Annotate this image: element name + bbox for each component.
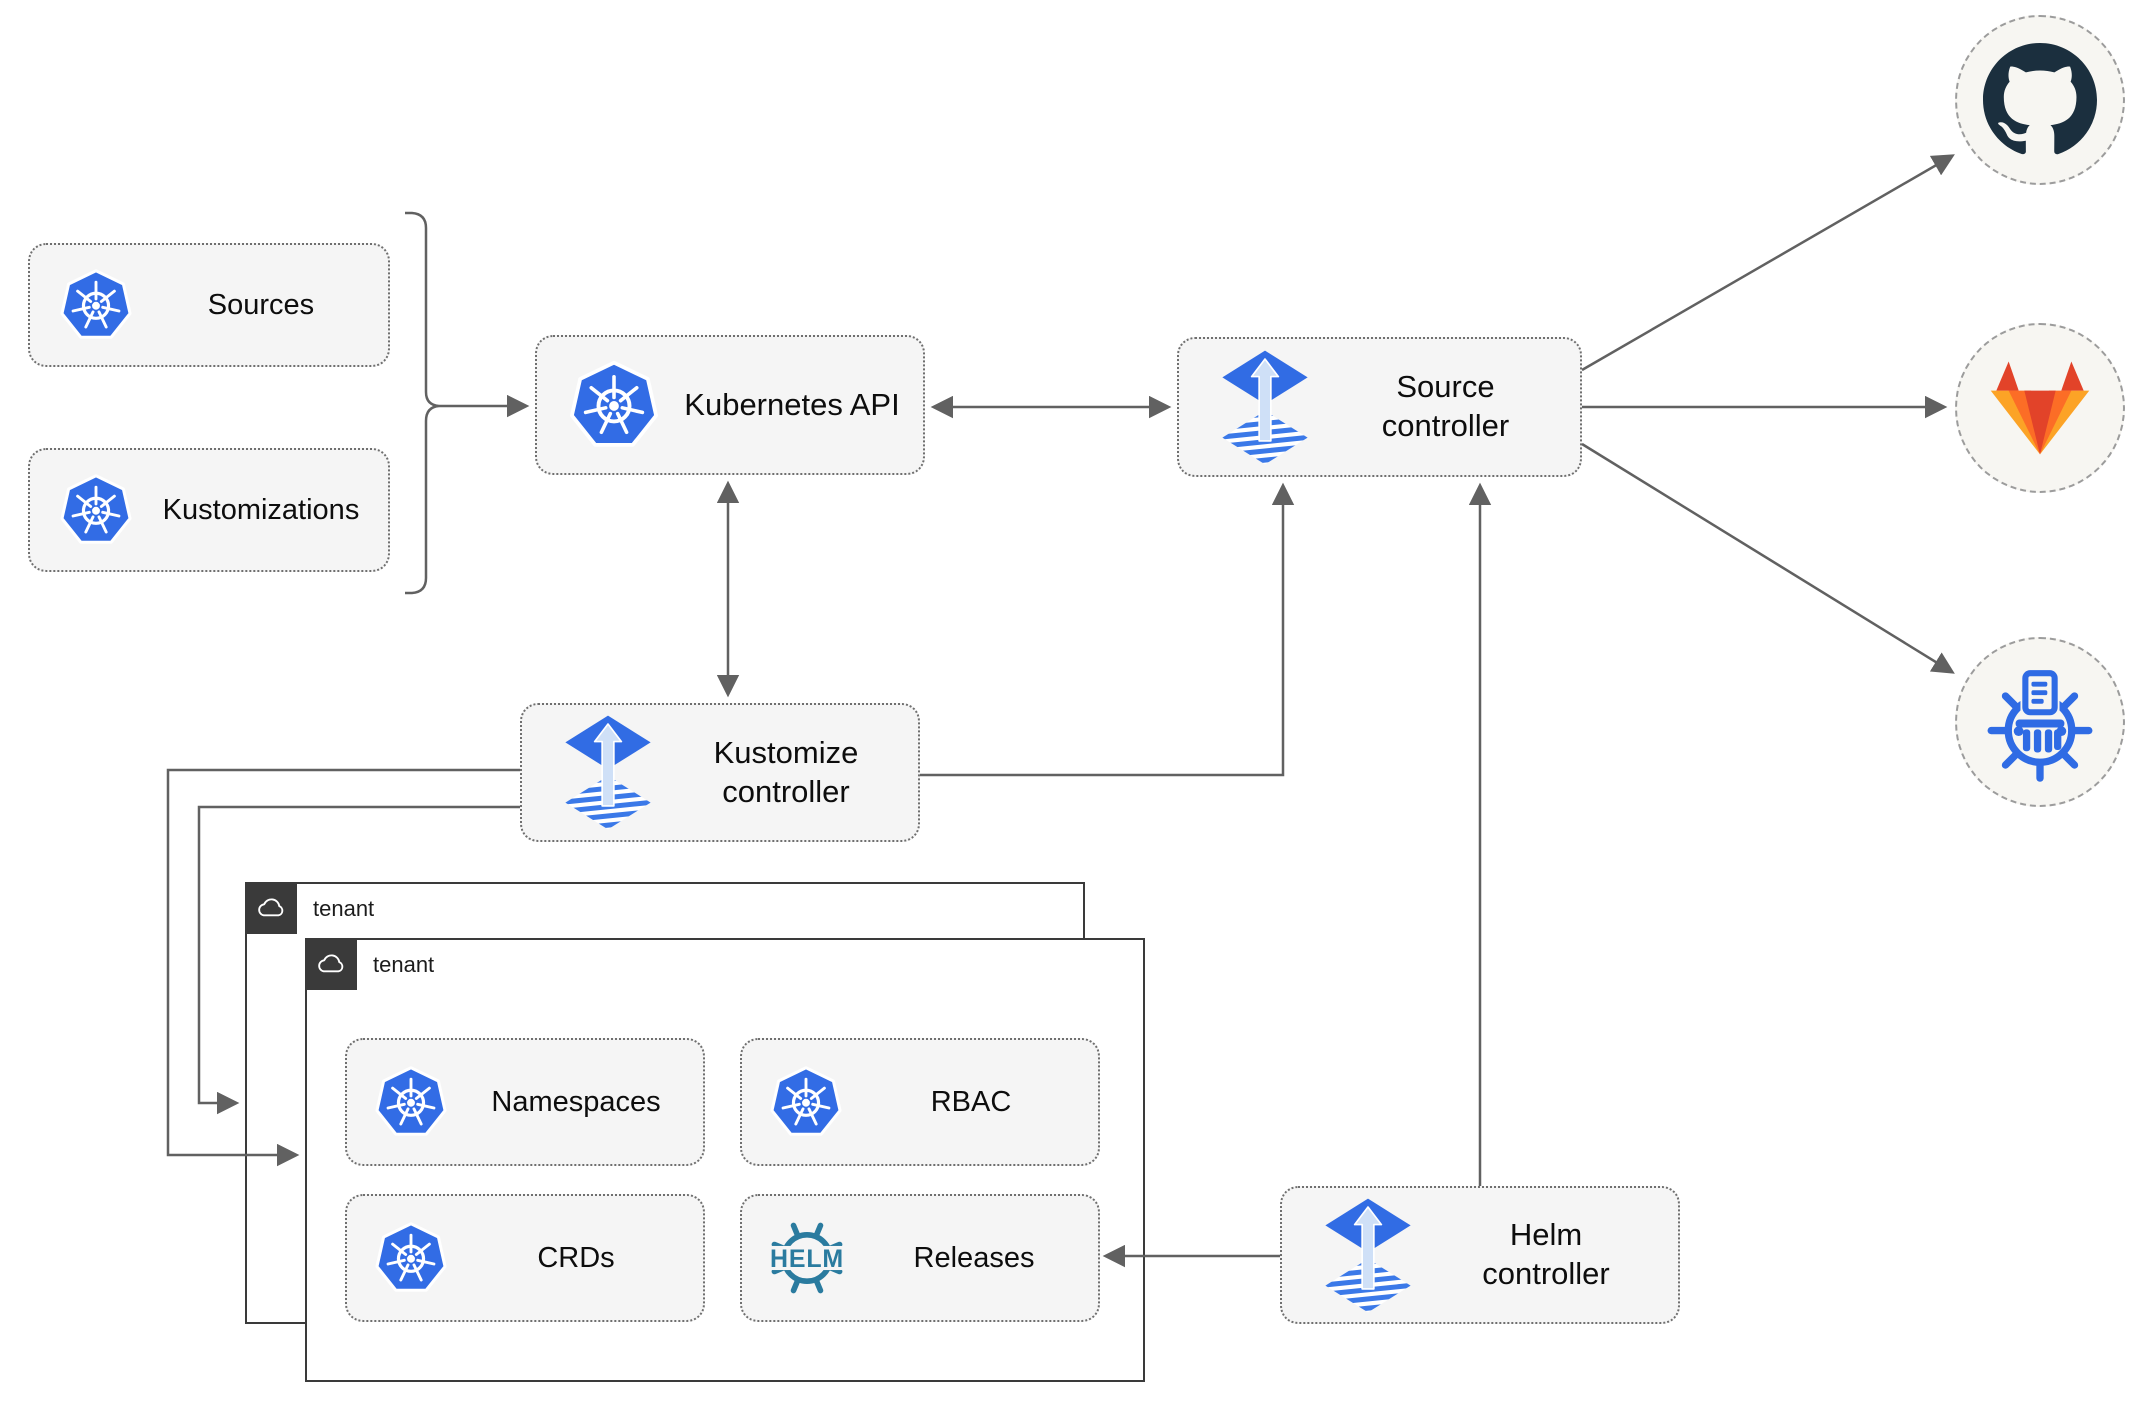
node-releases: Releases xyxy=(740,1194,1100,1322)
kubernetes-icon xyxy=(58,267,134,343)
external-gitlab xyxy=(1955,323,2125,493)
kubernetes-icon xyxy=(567,358,661,452)
node-helm-controller: Helm controller xyxy=(1280,1186,1680,1324)
github-icon xyxy=(1983,43,2097,157)
tenant-outer-label: tenant xyxy=(313,896,375,921)
node-rbac: RBAC xyxy=(740,1038,1100,1166)
tenant-inner-tab xyxy=(304,937,357,990)
node-kustomize-controller-label: Kustomize controller xyxy=(713,734,859,809)
node-kubernetes-api: Kubernetes API xyxy=(535,335,925,475)
edge-bracket xyxy=(405,211,440,595)
node-kustomize-controller: Kustomize controller xyxy=(520,703,920,842)
gitlab-icon xyxy=(1984,359,2096,458)
node-kustomizations-label: Kustomizations xyxy=(162,493,360,526)
node-releases-label: Releases xyxy=(913,1241,1035,1274)
node-crds-label: CRDs xyxy=(537,1241,615,1274)
node-kubernetes-api-label: Kubernetes API xyxy=(684,386,900,422)
edge-sourcectrl-github xyxy=(1581,154,1955,372)
kubernetes-icon xyxy=(373,1064,449,1140)
node-helm-controller-label: Helm controller xyxy=(1482,1217,1610,1291)
external-chartmuseum xyxy=(1955,637,2125,807)
node-namespaces: Namespaces xyxy=(345,1038,705,1166)
kubernetes-icon xyxy=(373,1220,449,1296)
node-kustomizations: Kustomizations xyxy=(28,448,390,572)
chartmuseum-icon xyxy=(1979,661,2101,783)
flux-icon xyxy=(562,714,654,831)
kubernetes-icon xyxy=(58,472,134,548)
node-source-controller: Source controller xyxy=(1177,337,1582,477)
external-github xyxy=(1955,15,2125,185)
node-source-controller-label: Source controller xyxy=(1381,369,1510,443)
node-crds: CRDs xyxy=(345,1194,705,1322)
flux-icon xyxy=(1219,349,1311,466)
node-sources-label: Sources xyxy=(207,288,315,321)
edge-sourcectrl-chartmuseum xyxy=(1581,442,1955,674)
node-namespaces-label: Namespaces xyxy=(491,1085,661,1118)
edge-kustomizectrl-sourcectrl xyxy=(920,482,1295,777)
flux-icon xyxy=(1322,1197,1414,1314)
kubernetes-icon xyxy=(768,1064,844,1140)
helm-icon xyxy=(764,1215,850,1301)
cloud-icon xyxy=(315,948,347,980)
tenant-box-inner: tenant Namespaces RBAC CRDs Releases xyxy=(304,937,1145,1382)
node-sources: Sources xyxy=(28,243,390,367)
node-rbac-label: RBAC xyxy=(930,1085,1012,1118)
cloud-icon xyxy=(255,892,287,924)
tenant-inner-label: tenant xyxy=(373,952,435,977)
tenant-outer-tab xyxy=(244,881,297,934)
